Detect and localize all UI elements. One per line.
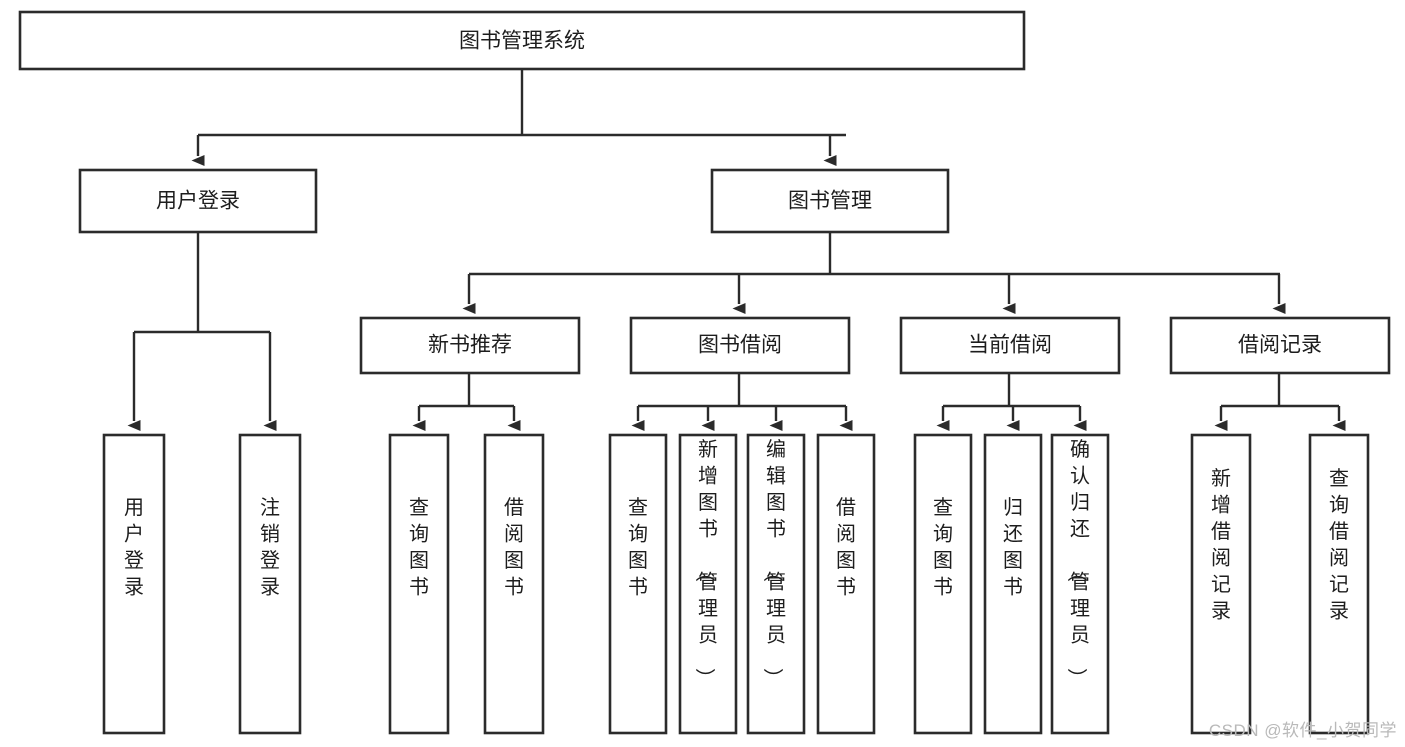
leaf-node[interactable]: 借阅图书 — [816, 433, 876, 735]
leaf-node[interactable]: 查询图书 — [608, 433, 668, 735]
node-current-borrow-box — [899, 316, 1121, 375]
leaf-node-label: 注销登录 — [260, 496, 280, 599]
leaf-node[interactable]: 注销登录 — [238, 433, 302, 735]
leaf-node-box — [388, 433, 450, 735]
node-user-login-box — [78, 168, 318, 234]
node-borrow-record-label: 借阅记录 — [1238, 334, 1322, 357]
leaf-node[interactable]: 查询图书 — [388, 433, 450, 735]
node-new-book-recommend-label: 新书推荐 — [428, 334, 512, 357]
leaf-node[interactable]: 借阅图书 — [483, 433, 545, 735]
leaf-node-box — [238, 433, 302, 735]
node-root-system-box — [18, 10, 1026, 71]
leaf-node-label: 确认归还（管理员） — [1065, 438, 1090, 688]
leaf-node-box — [102, 433, 166, 735]
leaf-node-label: 编辑图书（管理员） — [761, 438, 786, 688]
leaf-node[interactable]: 查询图书 — [913, 433, 973, 735]
node-book-manage[interactable]: 图书管理 — [710, 168, 950, 234]
csdn-watermark: CSDN @软件_小贺同学 — [1208, 721, 1397, 740]
node-borrow-record[interactable]: 借阅记录 — [1169, 316, 1391, 375]
connector-group-current-borrow — [936, 373, 1087, 431]
node-book-manage-label: 图书管理 — [788, 190, 872, 213]
leaf-node-label: 借阅图书 — [836, 496, 856, 599]
leaf-node-label: 借阅图书 — [504, 496, 524, 599]
node-book-manage-box — [710, 168, 950, 234]
leaf-node-label: 查询图书 — [628, 496, 648, 599]
node-new-book-recommend[interactable]: 新书推荐 — [359, 316, 581, 375]
node-root-system-label: 图书管理系统 — [459, 30, 585, 53]
node-book-borrow[interactable]: 图书借阅 — [629, 316, 851, 375]
leaf-node-box — [1190, 433, 1252, 735]
node-user-login[interactable]: 用户登录 — [78, 168, 318, 234]
node-current-borrow[interactable]: 当前借阅 — [899, 316, 1121, 375]
leaf-node[interactable]: 归还图书 — [983, 433, 1043, 735]
leaf-node-label: 用户登录 — [124, 497, 144, 599]
leaf-node-box — [1050, 433, 1110, 735]
leaf-node-box — [1308, 433, 1370, 735]
leaf-node-box — [746, 433, 806, 735]
node-borrow-record-box — [1169, 316, 1391, 375]
leaf-node-label: 新增图书（管理员） — [693, 438, 718, 688]
connector-group-book-borrow — [631, 373, 853, 431]
leaf-node[interactable]: 确认归还（管理员） — [1050, 433, 1110, 735]
leaf-node[interactable]: 查询借阅记录 — [1308, 433, 1370, 735]
leaf-node-box — [678, 433, 738, 735]
leaf-node-box — [608, 433, 668, 735]
leaf-node-box — [983, 433, 1043, 735]
leaf-node[interactable]: 新增借阅记录 — [1190, 433, 1252, 735]
leaf-node[interactable]: 编辑图书（管理员） — [746, 433, 806, 735]
connector-group-new-book-recommend — [412, 373, 521, 431]
leaf-node-label: 归还图书 — [1003, 496, 1023, 599]
leaf-node-label: 新增借阅记录 — [1211, 467, 1231, 623]
leaf-node-box — [483, 433, 545, 735]
node-current-borrow-label: 当前借阅 — [968, 334, 1052, 357]
leaf-node-box — [913, 433, 973, 735]
leaf-node-label: 查询图书 — [409, 496, 429, 599]
connector-group-root — [191, 69, 846, 166]
leaf-node-label: 查询借阅记录 — [1329, 467, 1349, 623]
leaf-node-box — [816, 433, 876, 735]
node-book-borrow-box — [629, 316, 851, 375]
leaf-node[interactable]: 用户登录 — [102, 433, 166, 735]
connector-group-borrow-record — [1214, 373, 1346, 431]
leaf-node-label: 查询图书 — [933, 496, 953, 599]
node-root-system[interactable]: 图书管理系统 — [18, 10, 1026, 71]
connector-group-book-manage — [462, 232, 1286, 314]
node-user-login-label: 用户登录 — [156, 190, 240, 213]
node-new-book-recommend-box — [359, 316, 581, 375]
node-book-borrow-label: 图书借阅 — [698, 334, 782, 357]
connector-group-user-login — [127, 232, 277, 431]
leaf-node[interactable]: 新增图书（管理员） — [678, 433, 738, 735]
